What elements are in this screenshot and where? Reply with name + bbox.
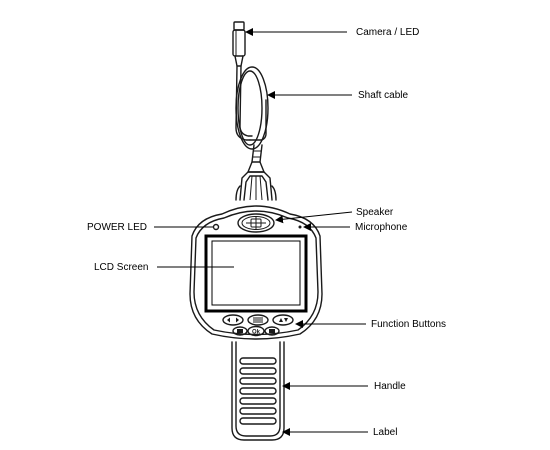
photo-button[interactable] <box>264 326 280 336</box>
handle <box>231 341 285 441</box>
label-speaker: Speaker <box>356 207 394 218</box>
label-camera-led: Camera / LED <box>356 27 419 38</box>
ok-button-label: Ok <box>252 330 261 336</box>
left-right-button[interactable] <box>222 314 244 326</box>
callout-labels: Camera / LED Shaft cable Speaker POWER L… <box>87 27 446 438</box>
callout-leaders <box>154 28 368 436</box>
label-handle: Handle <box>374 381 406 392</box>
camera-head <box>232 21 246 67</box>
power-led-indicator <box>212 223 220 231</box>
leader-speaker <box>275 211 353 224</box>
device-body <box>189 205 323 340</box>
label-power-led: POWER LED <box>87 222 147 233</box>
label-lcd-screen: LCD Screen <box>94 262 148 273</box>
label-shaft-cable: Shaft cable <box>358 90 408 101</box>
label-microphone: Microphone <box>355 222 408 233</box>
label-function-buttons: Function Buttons <box>371 319 446 330</box>
shaft-cable <box>235 65 269 173</box>
microphone-hole <box>298 225 302 229</box>
lcd-screen <box>204 234 308 313</box>
ok-button[interactable]: Ok <box>247 325 265 337</box>
label-label: Label <box>373 427 397 438</box>
function-buttons: Ok <box>222 314 294 337</box>
up-down-button[interactable] <box>272 314 294 326</box>
mode-button[interactable] <box>232 326 248 336</box>
menu-button[interactable] <box>247 314 269 326</box>
handle-grip-slots <box>239 357 277 425</box>
speaker <box>237 213 275 233</box>
device-neck <box>235 171 277 201</box>
